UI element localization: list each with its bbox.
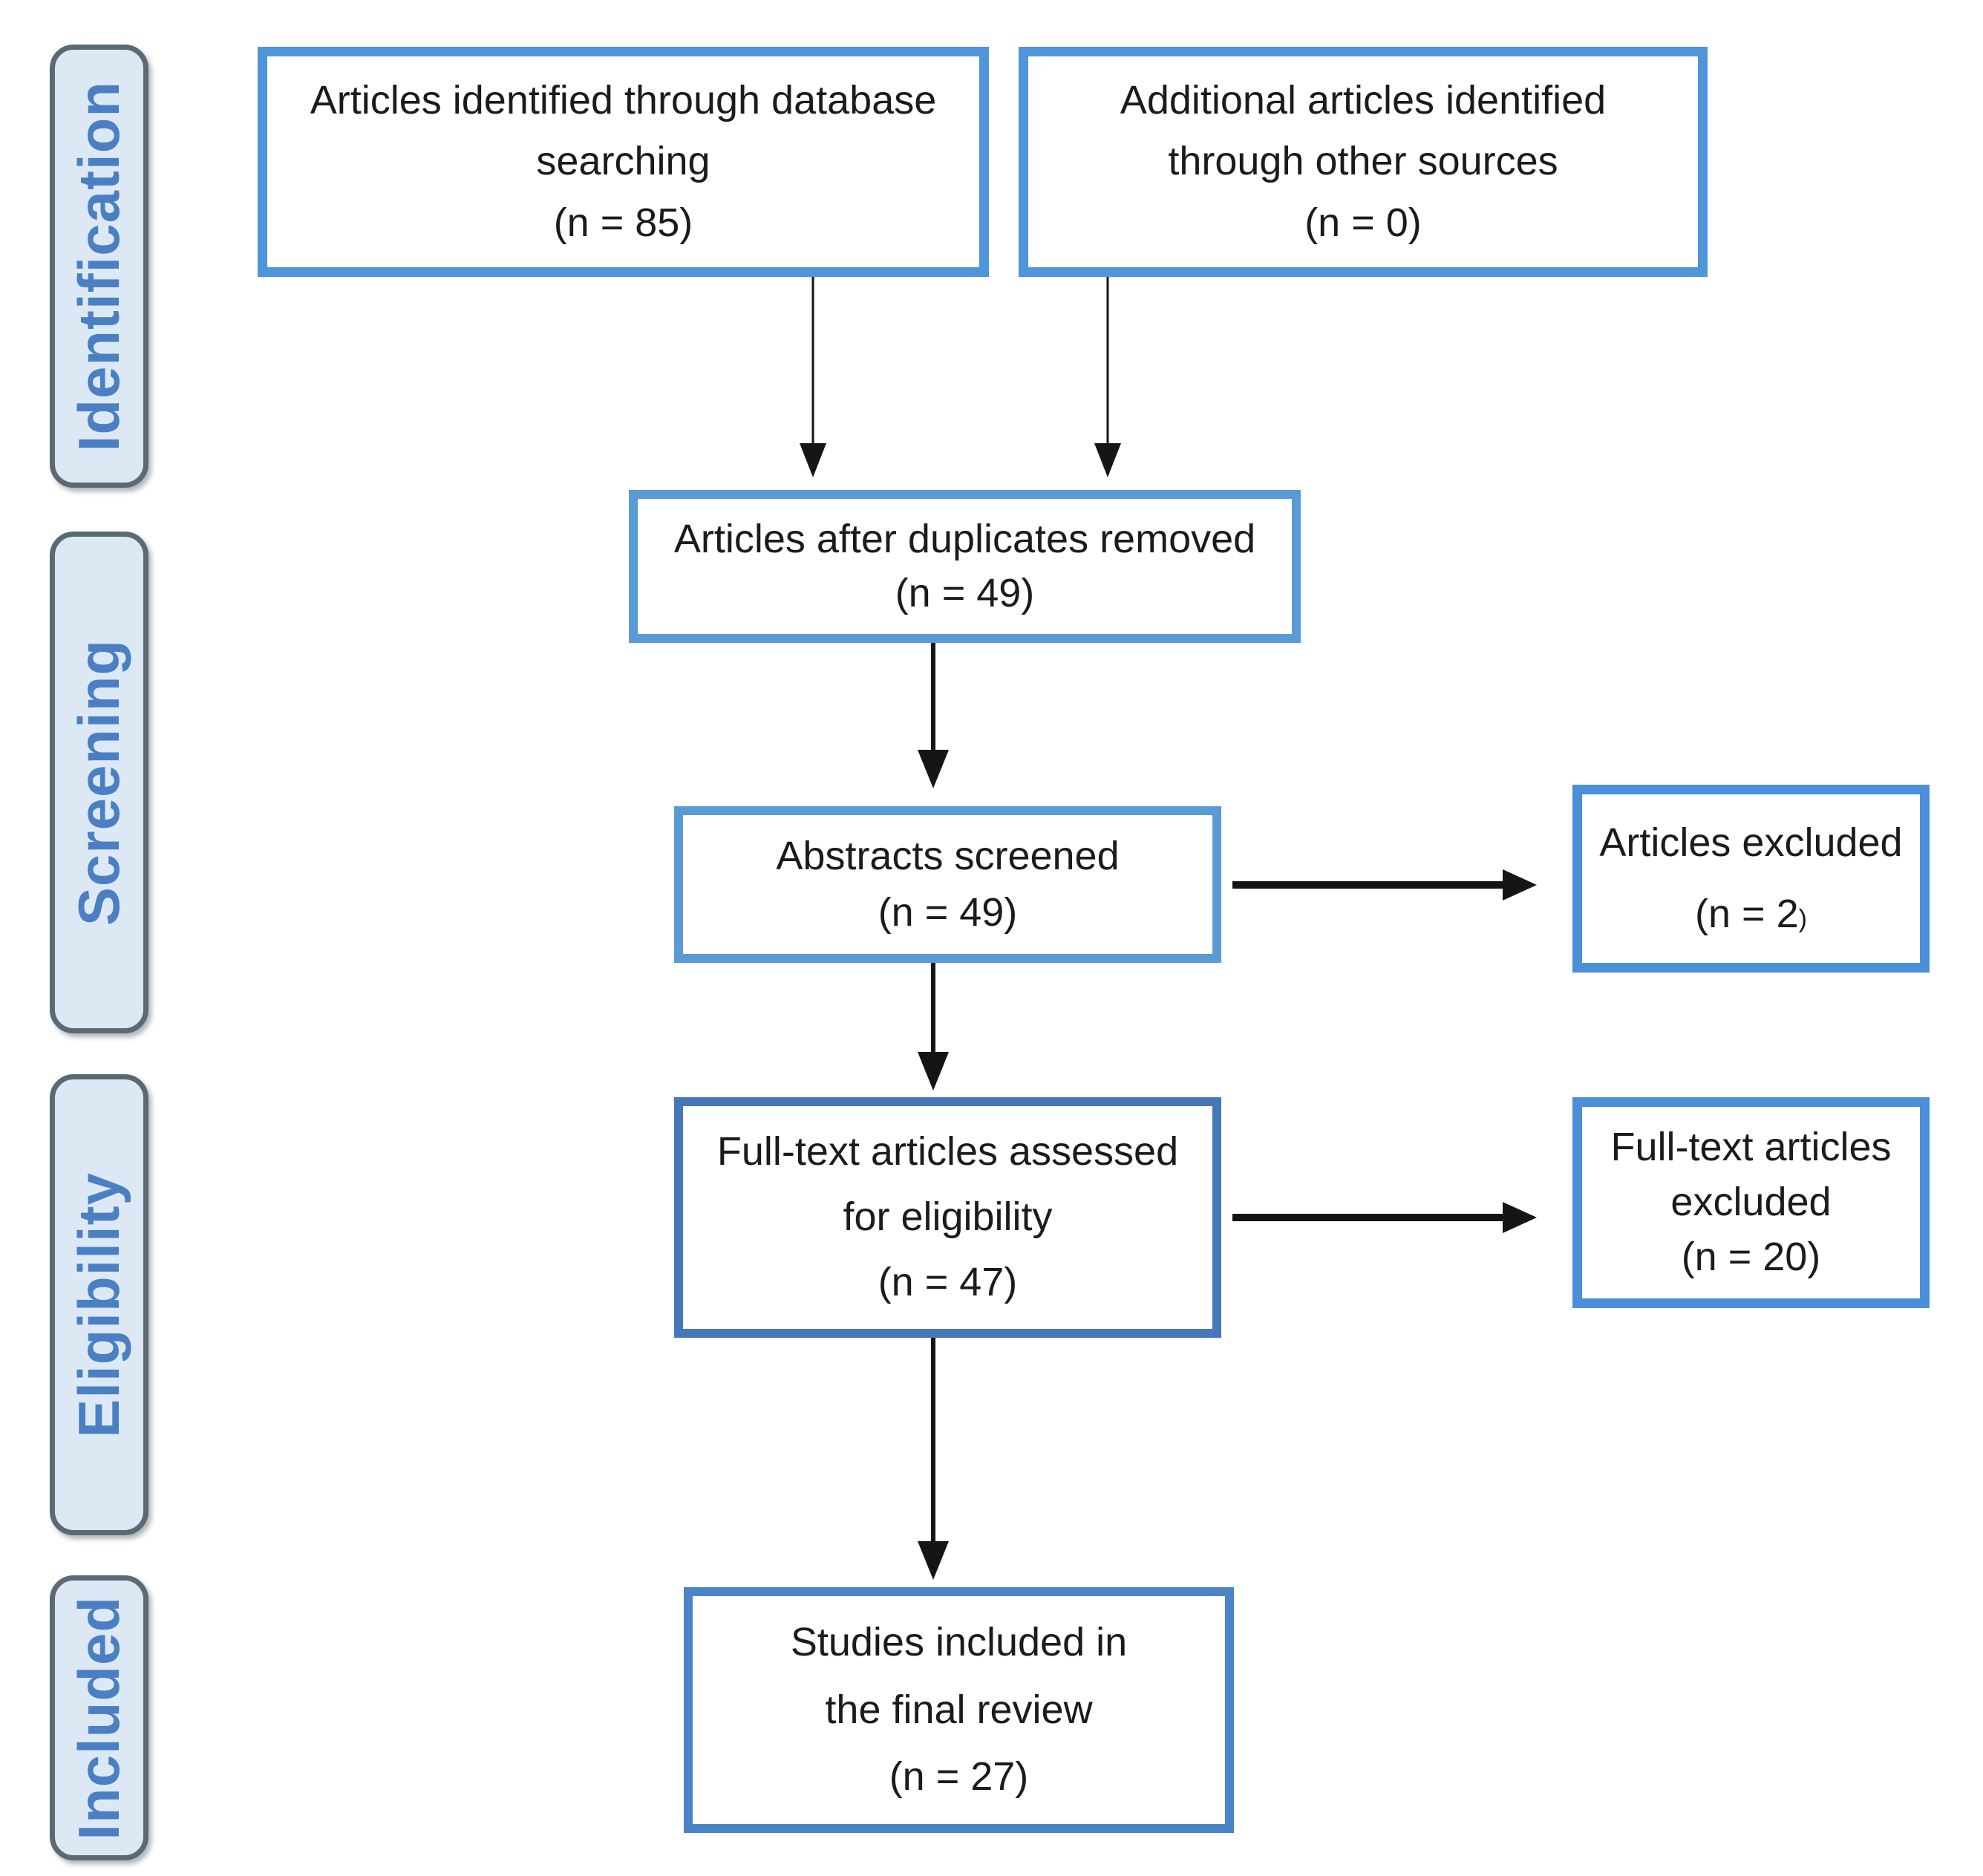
box-text-line: for eligibility [843,1194,1053,1240]
box-text-line: Studies included in [790,1620,1128,1665]
box-text-line: excluded [1670,1180,1832,1225]
arrow-head-right-icon [1503,869,1537,901]
arrow-head-right-icon [1503,1202,1537,1233]
box-count: (n = 47) [878,1260,1018,1305]
arrow-screened-to-fulltext [915,963,951,1091]
stage-tab-identification: Identification [50,45,148,488]
box-count: (n = 85) [553,200,693,245]
box-articles-identified-database: Articles identified through database sea… [258,47,989,277]
arrow-shaft [1106,277,1109,445]
stage-tab-screening: Screening [50,532,148,1033]
box-count: (n = 20) [1681,1235,1821,1280]
arrow-shaft [1232,881,1507,889]
arrow-head-down-icon [918,1052,949,1091]
stage-label-included: Included [66,1595,131,1840]
arrow-fulltext-to-included [915,1338,951,1580]
box-abstracts-screened: Abstracts screened (n = 49) [674,806,1221,963]
arrow-screened-to-articles-excluded [1232,867,1537,903]
arrow-shaft [1232,1214,1507,1221]
box-fulltext-excluded: Full-text articles excluded (n = 20) [1572,1097,1930,1308]
arrow-additional-to-duplicates [1093,277,1123,477]
box-count-main: (n = 2 [1695,891,1799,936]
box-text-line: searching [536,139,710,184]
box-text-line: Full-text articles [1610,1125,1892,1170]
box-text-line: Full-text articles assessed [716,1129,1179,1174]
box-articles-after-duplicates-removed: Articles after duplicates removed (n = 4… [629,490,1301,643]
arrow-head-down-icon [800,443,826,477]
arrow-identified-to-duplicates [798,277,828,477]
box-count: (n = 2) [1695,892,1807,936]
box-text-line: Articles identified through database [310,77,937,122]
box-text-line: Articles after duplicates removed [673,516,1256,561]
box-text-line: Articles excluded [1599,820,1903,866]
box-text-line: through other sources [1168,139,1558,184]
arrow-shaft [931,1338,935,1543]
box-articles-excluded: Articles excluded (n = 2) [1572,785,1930,973]
box-text-line: Additional articles identified [1120,77,1607,122]
arrow-shaft [931,643,935,751]
arrow-head-down-icon [1094,443,1121,477]
arrow-shaft [811,277,814,445]
stage-label-eligibility: Eligibility [66,1171,131,1438]
box-count: (n = 49) [895,570,1035,615]
stage-label-identification: Identification [66,80,131,452]
box-count: (n = 49) [878,889,1018,935]
box-count: (n = 27) [889,1754,1029,1800]
box-count-small-paren: ) [1798,904,1807,933]
arrow-head-down-icon [918,750,949,788]
arrow-duplicates-to-screened [915,643,951,788]
arrow-shaft [931,963,935,1053]
box-text-line: the final review [825,1687,1093,1732]
box-studies-included-final-review: Studies included in the final review (n … [684,1587,1234,1833]
box-additional-articles-other-sources: Additional articles identified through o… [1019,47,1708,277]
arrow-head-down-icon [918,1541,949,1580]
arrow-fulltext-to-fulltext-excluded [1232,1200,1537,1235]
box-fulltext-assessed: Full-text articles assessed for eligibil… [674,1097,1221,1338]
box-text-line: Abstracts screened [776,834,1120,879]
stage-tab-eligibility: Eligibility [50,1074,148,1535]
box-count: (n = 0) [1304,200,1422,245]
stage-label-screening: Screening [66,638,131,926]
stage-tab-included: Included [50,1575,148,1860]
